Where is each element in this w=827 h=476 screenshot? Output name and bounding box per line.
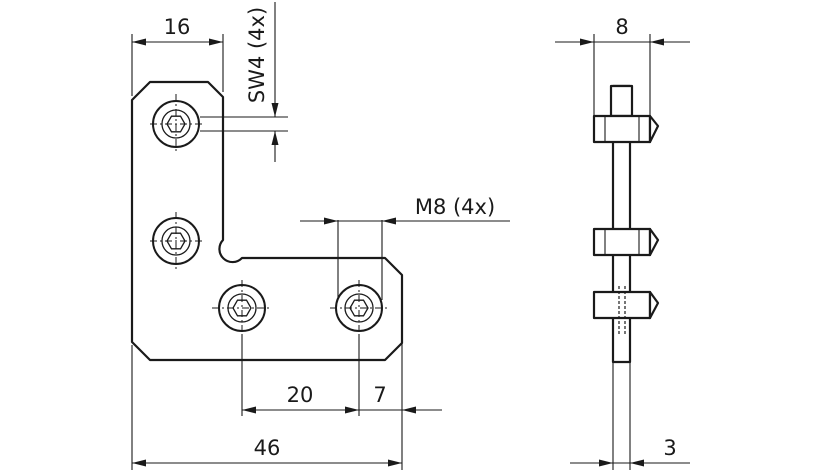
center-lines: [150, 94, 388, 338]
side-screw-3: [592, 286, 660, 336]
side-screw-2: [592, 227, 660, 257]
dim-overall-width: 46: [254, 436, 281, 460]
side-view: 8 3: [555, 15, 690, 470]
extension-lines: [131, 34, 403, 470]
dim-top-width: 16: [164, 15, 191, 39]
dimension-lines: [132, 2, 510, 467]
l-plate-outline: [130, 80, 404, 362]
dim-edge-offset: 7: [373, 383, 386, 407]
dim-side-width: 8: [615, 15, 628, 39]
side-screw-1: [592, 84, 660, 144]
front-view: 16 SW4 (4x) M8 (4x) 20 7 46: [130, 2, 510, 470]
dim-plate-thickness: 3: [663, 436, 676, 460]
dim-thread: M8 (4x): [415, 195, 495, 219]
dim-wrench-size: SW4 (4x): [245, 7, 269, 103]
dim-hole-spacing: 20: [287, 383, 314, 407]
